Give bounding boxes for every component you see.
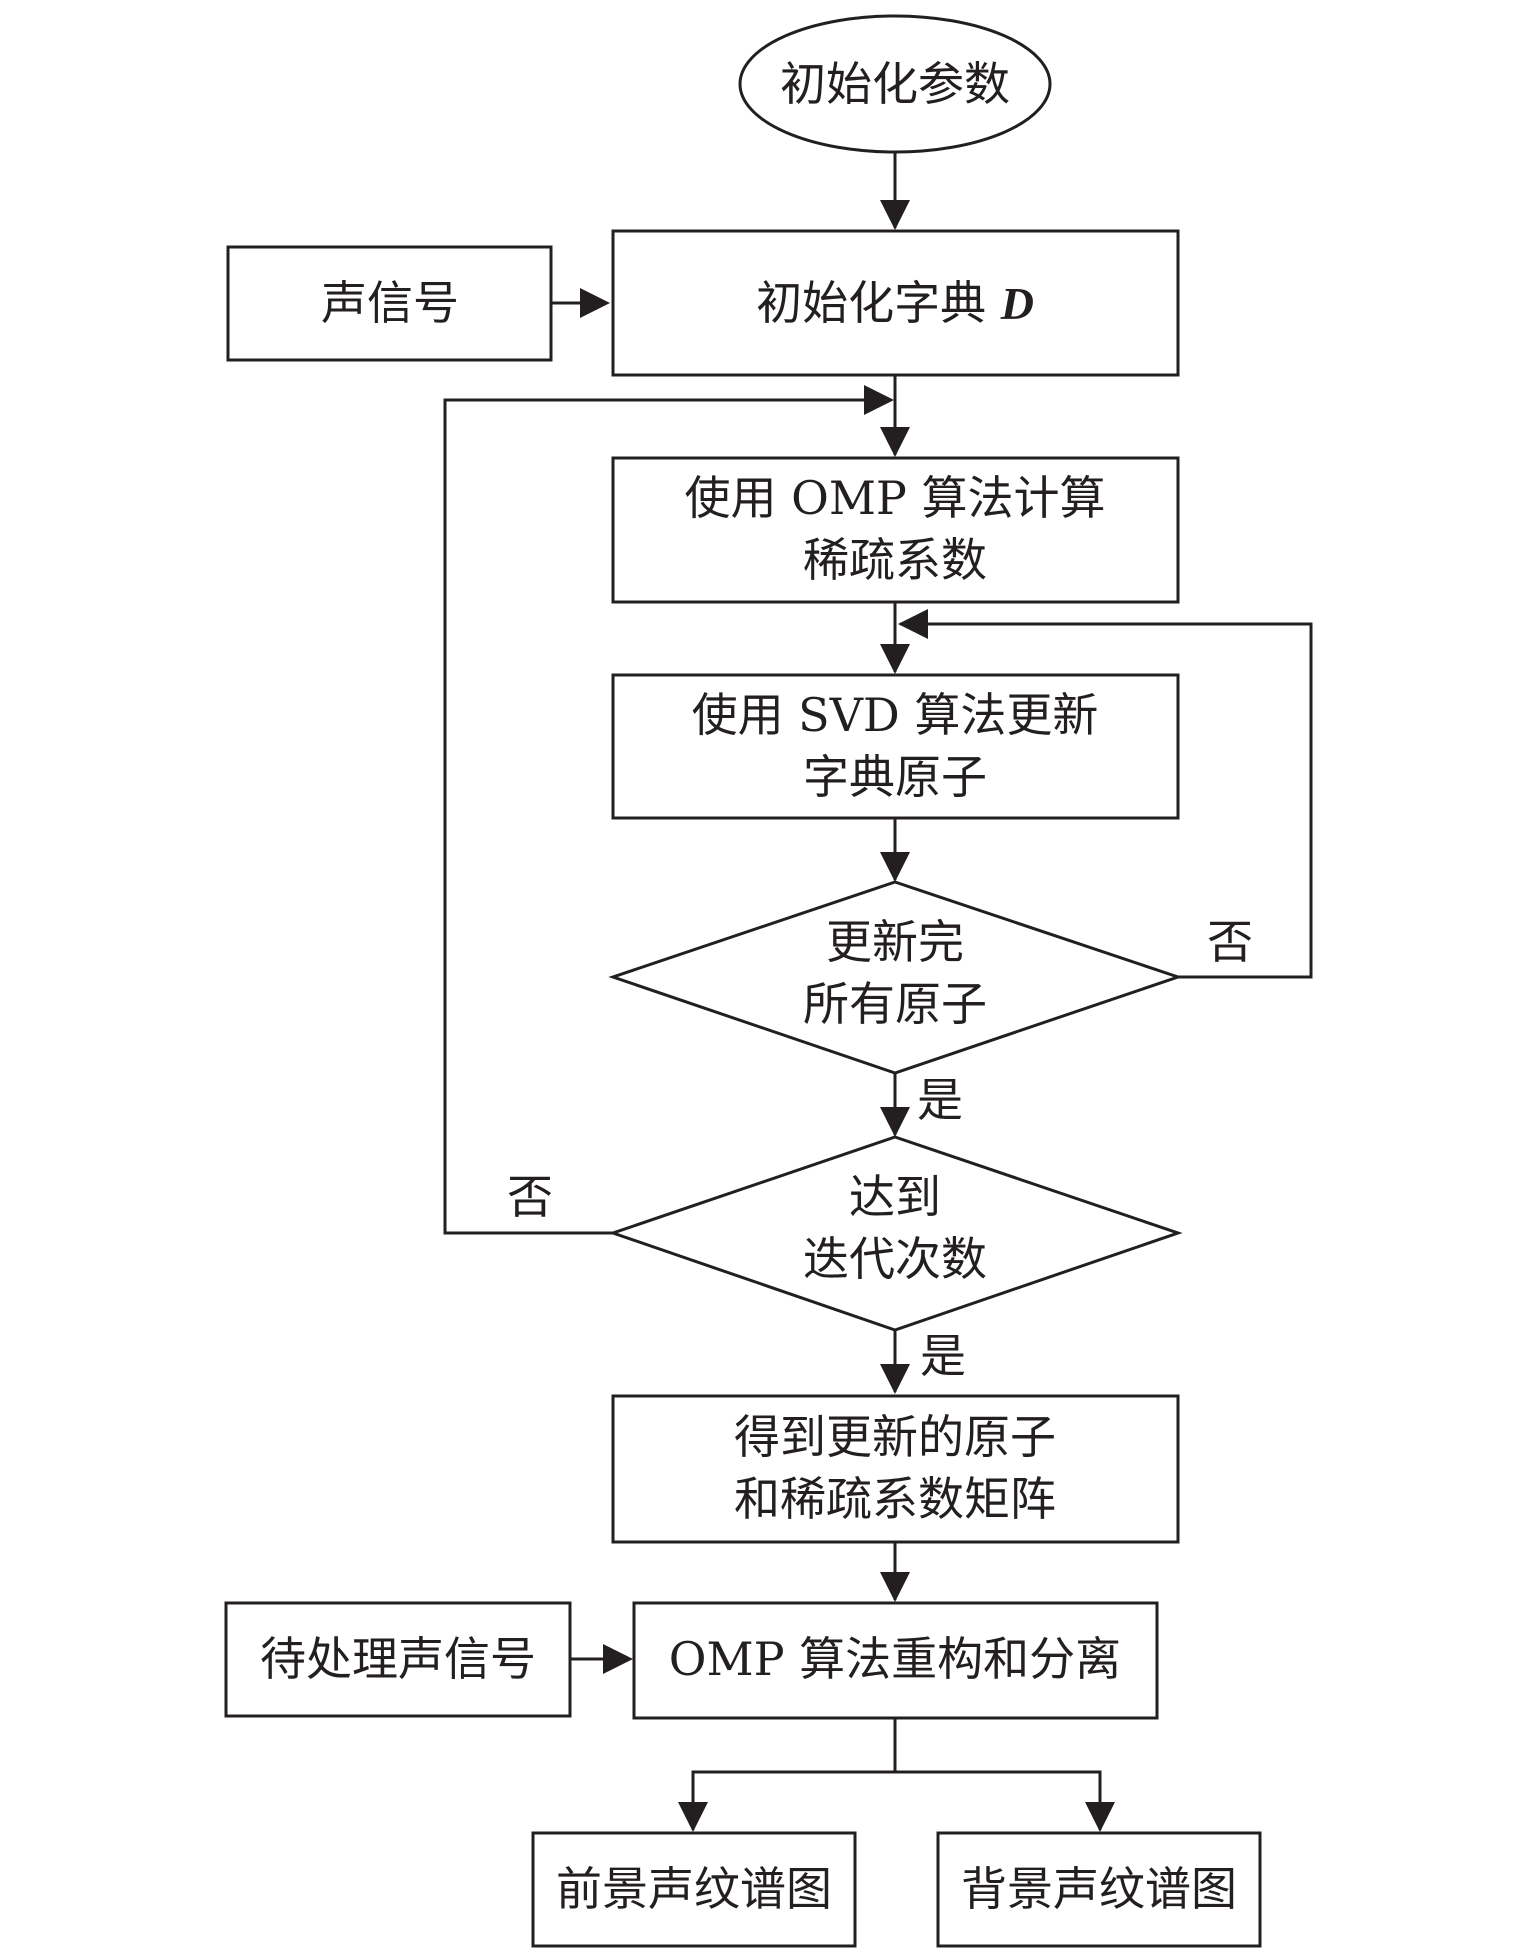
init-dict-label: 初始化字典 D	[756, 276, 1034, 330]
background-node: 背景声纹谱图	[936, 1831, 1262, 1948]
arrowhead	[880, 200, 910, 230]
omp-label-line2: 稀疏系数	[803, 533, 987, 587]
loop-no-iter	[443, 398, 890, 1235]
arrowhead	[898, 609, 928, 639]
arrowhead	[678, 1802, 708, 1832]
signal-label: 声信号	[321, 276, 459, 330]
result-line2: 和稀疏系数矩阵	[734, 1472, 1056, 1526]
svd-node: 使用 SVD 算法更新 字典原子	[611, 673, 1180, 820]
start-label: 初始化参数	[780, 57, 1010, 111]
label-no-iter: 否	[507, 1170, 553, 1224]
svd-label-line1: 使用 SVD 算法更新	[692, 688, 1099, 742]
loop-no-atoms	[900, 622, 1313, 979]
check-atoms-node: 更新完 所有原子	[608, 880, 1183, 1075]
arrowhead	[880, 644, 910, 674]
arrowhead	[880, 852, 910, 882]
omp-node: 使用 OMP 算法计算 稀疏系数	[611, 456, 1180, 604]
foreground-node: 前景声纹谱图	[531, 1831, 857, 1948]
split-connector-right	[895, 1770, 1102, 1830]
arrowhead	[864, 385, 894, 415]
init-dict-node: 初始化字典 D	[611, 229, 1180, 377]
split-connector	[691, 1718, 897, 1830]
background-label: 背景声纹谱图	[961, 1862, 1237, 1916]
arrowhead	[880, 1364, 910, 1394]
pending-signal-label: 待处理声信号	[260, 1632, 536, 1686]
check-atoms-line1: 更新完	[826, 915, 964, 969]
arrowhead	[880, 1572, 910, 1602]
svd-label-line2: 字典原子	[803, 750, 987, 804]
arrowhead	[580, 288, 610, 318]
check-iter-line2: 迭代次数	[803, 1232, 987, 1286]
signal-node: 声信号	[226, 245, 553, 362]
result-node: 得到更新的原子 和稀疏系数矩阵	[611, 1394, 1180, 1544]
check-iter-node: 达到 迭代次数	[608, 1135, 1183, 1332]
check-iter-line1: 达到	[849, 1170, 941, 1224]
arrowhead	[603, 1644, 633, 1674]
foreground-label: 前景声纹谱图	[556, 1862, 832, 1916]
arrowhead	[880, 427, 910, 457]
arrowhead	[880, 1107, 910, 1137]
label-yes-iter: 是	[920, 1329, 966, 1383]
connectors	[443, 152, 1313, 1832]
omp-label-line1: 使用 OMP 算法计算	[684, 471, 1105, 525]
start-node: 初始化参数	[738, 14, 1052, 154]
check-atoms-line2: 所有原子	[803, 977, 987, 1031]
reconstruct-node: OMP 算法重构和分离	[632, 1601, 1159, 1720]
label-no-atoms: 否	[1207, 915, 1253, 969]
result-line1: 得到更新的原子	[734, 1410, 1056, 1464]
arrowhead	[1085, 1802, 1115, 1832]
label-yes-atoms: 是	[917, 1073, 963, 1127]
reconstruct-label: OMP 算法重构和分离	[669, 1632, 1121, 1686]
pending-signal-node: 待处理声信号	[224, 1601, 572, 1718]
